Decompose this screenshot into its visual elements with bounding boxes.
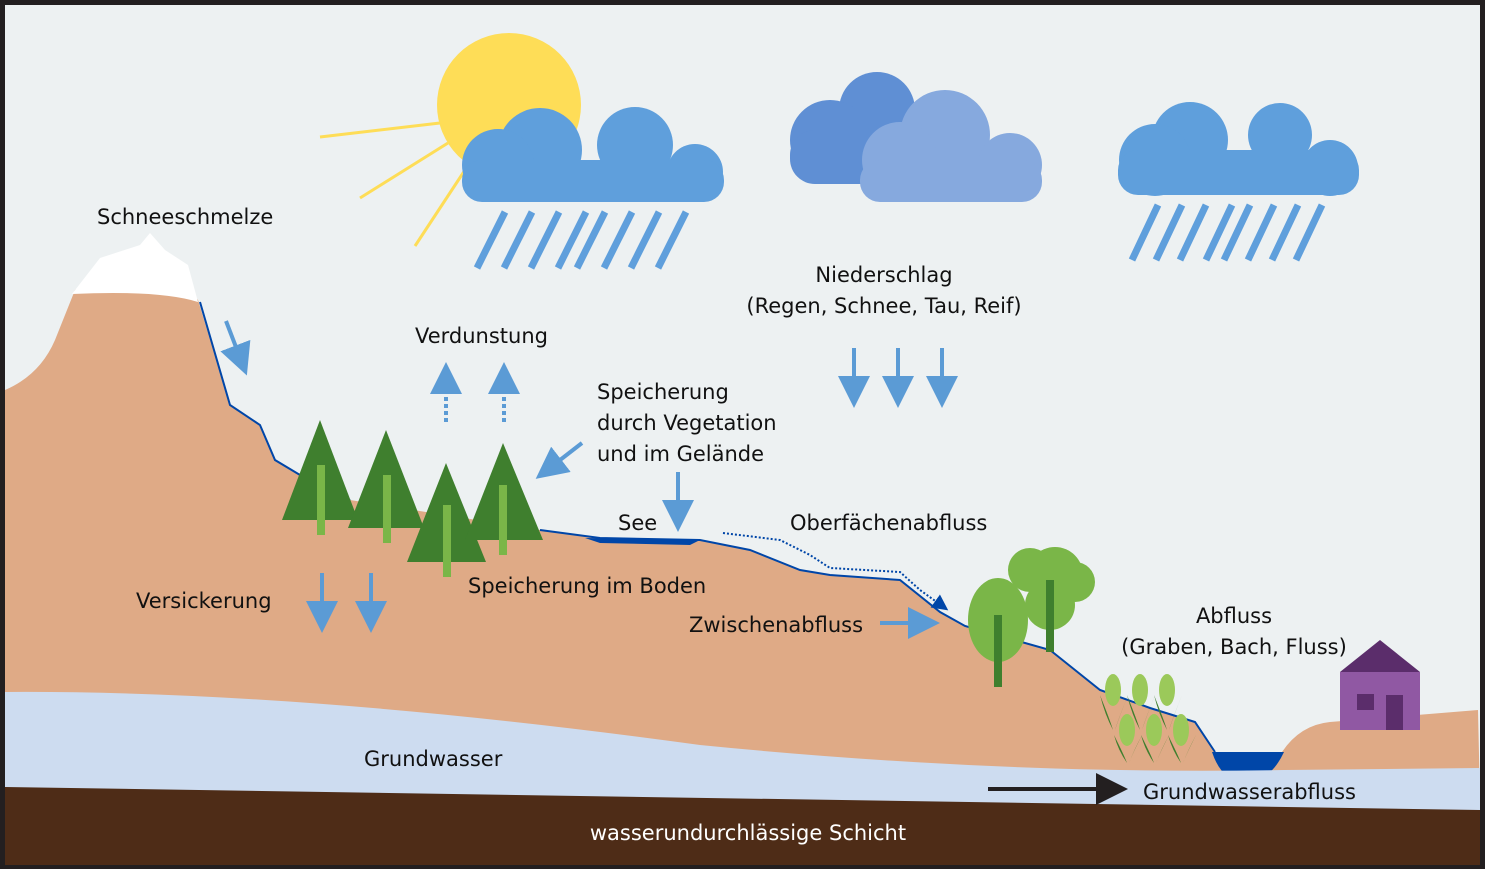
label-runoff: Abfluss	[1196, 604, 1272, 628]
rain-cloud-icon	[462, 107, 724, 270]
cloud-icon	[790, 72, 1042, 202]
label-runoff-detail: (Graben, Bach, Fluss)	[1121, 635, 1347, 659]
house-icon	[1340, 640, 1420, 730]
surface-runoff-arrow	[722, 532, 949, 611]
vegetation-arrow	[535, 441, 584, 479]
snowmelt-arrow	[220, 320, 251, 376]
snow-cap	[72, 233, 198, 302]
label-vegetation-2: durch Vegetation	[597, 411, 777, 435]
label-precipitation-detail: (Regen, Schnee, Tau, Reif)	[746, 294, 1021, 318]
lake	[585, 538, 700, 545]
deciduous-trees	[968, 547, 1095, 687]
label-groundwater-flow: Grundwasserabfluss	[1143, 780, 1356, 804]
label-vegetation-3: und im Gelände	[597, 442, 764, 466]
label-infiltration: Versickerung	[136, 589, 272, 613]
corn-field	[1100, 674, 1196, 763]
rain-cloud-icon	[1118, 102, 1359, 262]
label-impermeable-layer: wasserundurchlässige Schicht	[590, 821, 906, 845]
label-interflow: Zwischenabfluss	[689, 613, 863, 637]
label-surface-runoff: Oberfächenabfluss	[790, 511, 987, 535]
label-lake: See	[618, 511, 657, 535]
label-soil-storage: Speicherung im Boden	[468, 574, 706, 598]
terrain	[5, 240, 1480, 800]
label-evaporation: Verdunstung	[415, 324, 548, 348]
label-precipitation: Niederschlag	[815, 263, 952, 287]
label-vegetation-1: Speicherung	[597, 380, 729, 404]
flow-arrows	[220, 320, 1128, 805]
conifer-trees	[282, 420, 543, 577]
label-snowmelt: Schneeschmelze	[97, 205, 273, 229]
impermeable-layer	[5, 787, 1480, 865]
label-groundwater: Grundwasser	[364, 747, 503, 771]
